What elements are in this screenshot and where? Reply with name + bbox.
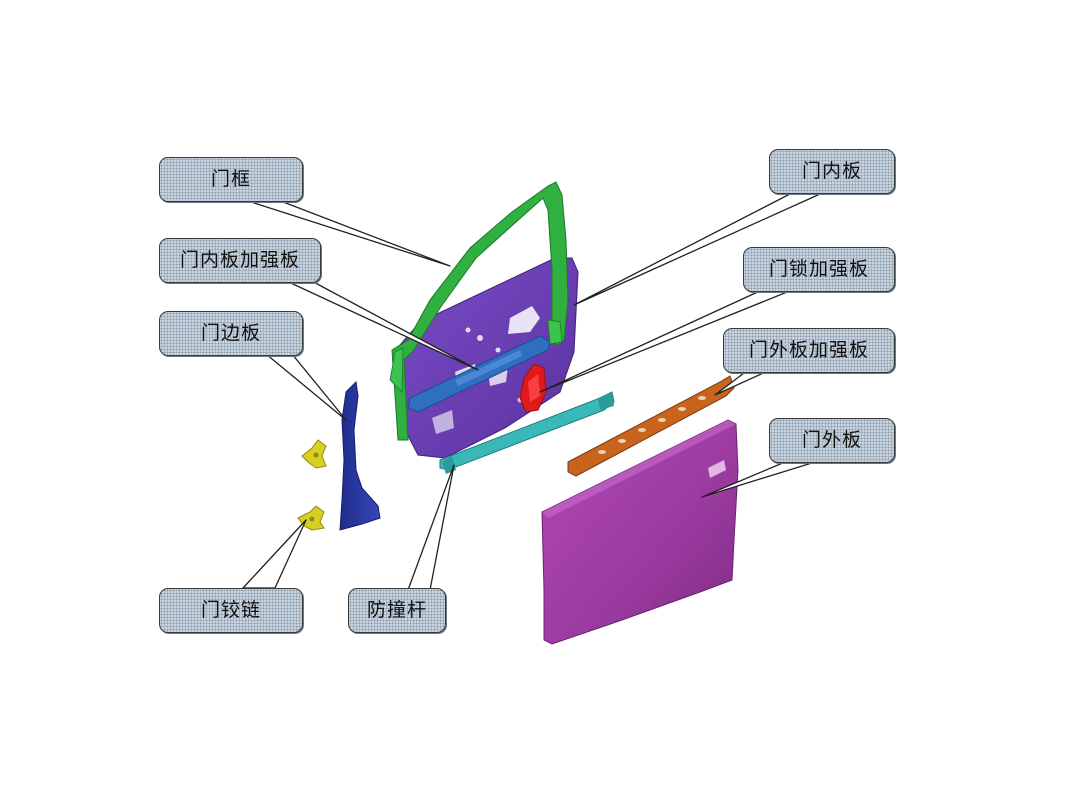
side-panel-label: 门边板 — [159, 311, 303, 356]
inner-panel-reinforcement-label: 门内板加强板 — [159, 238, 321, 283]
inner-panel-opening-1 — [508, 306, 540, 334]
lock-reinforcement-label: 门锁加强板 — [743, 247, 895, 292]
door-frame-label: 门框 — [159, 157, 303, 202]
side-panel-pointer — [265, 353, 347, 421]
upper-hinge — [301, 439, 327, 469]
outer-panel-reinforcement — [567, 375, 735, 477]
door-frame — [391, 181, 569, 441]
hinge-pointer — [242, 519, 307, 589]
outer-panel-reinforcement-label: 门外板加强板 — [723, 328, 895, 373]
inner-panel-label: 门内板 — [769, 149, 895, 194]
outer-panel — [541, 419, 739, 645]
inner-panel-opening-4 — [432, 410, 454, 434]
inner-panel-pointer — [573, 193, 821, 306]
impact-beam-label: 防撞杆 — [348, 588, 446, 633]
side-panel — [339, 380, 381, 531]
hinge-label: 门铰链 — [159, 588, 303, 633]
impact-beam-pointer — [407, 464, 455, 591]
outer-panel-label: 门外板 — [769, 418, 895, 463]
